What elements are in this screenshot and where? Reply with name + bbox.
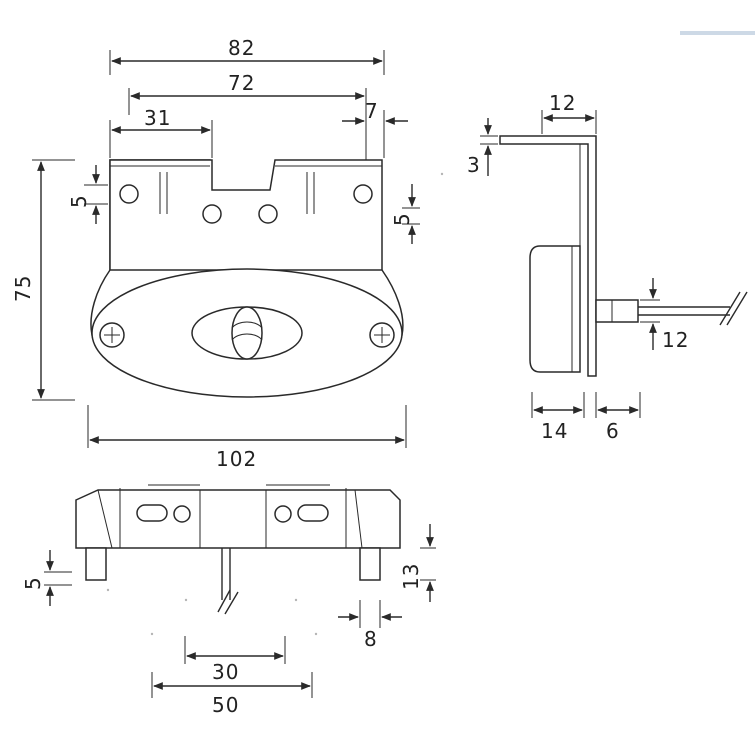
dim-3: 3 [467, 153, 481, 177]
screw-right-icon [369, 322, 395, 348]
dim-5-left: 5 [67, 194, 91, 208]
bottom-view: 5 13 8 30 50 [21, 484, 436, 717]
dim-31: 31 [144, 106, 171, 130]
dim-72: 72 [228, 71, 255, 95]
screw-left-icon [99, 322, 125, 348]
side-housing [529, 245, 581, 373]
dim-82: 82 [228, 36, 255, 60]
side-view: 12 3 12 14 6 [467, 91, 748, 443]
pin-right [359, 547, 381, 581]
dim-5-right: 5 [390, 212, 414, 226]
hole-left [119, 184, 139, 204]
dim-8: 8 [364, 627, 378, 651]
cable-gland [595, 299, 639, 323]
side-bracket [499, 135, 597, 377]
dim-75: 75 [11, 275, 35, 302]
dim-50: 50 [212, 693, 239, 717]
dim-30: 30 [212, 660, 239, 684]
dim-13: 13 [399, 563, 423, 590]
scan-specks [106, 172, 444, 636]
dim-14: 14 [541, 419, 568, 443]
dim-6: 6 [606, 419, 620, 443]
dim-5-bottom: 5 [21, 576, 45, 590]
dim-7: 7 [365, 99, 379, 123]
dim-12-top: 12 [549, 91, 576, 115]
bottom-slot-right [297, 504, 329, 522]
pin-left [85, 547, 107, 581]
bottom-body [75, 489, 401, 549]
hole-right [353, 184, 373, 204]
front-view: 82 72 31 7 75 5 5 102 [11, 36, 420, 471]
dim-102: 102 [216, 447, 257, 471]
dim-12-cable: 12 [662, 328, 689, 352]
bottom-slot-left [136, 504, 168, 522]
